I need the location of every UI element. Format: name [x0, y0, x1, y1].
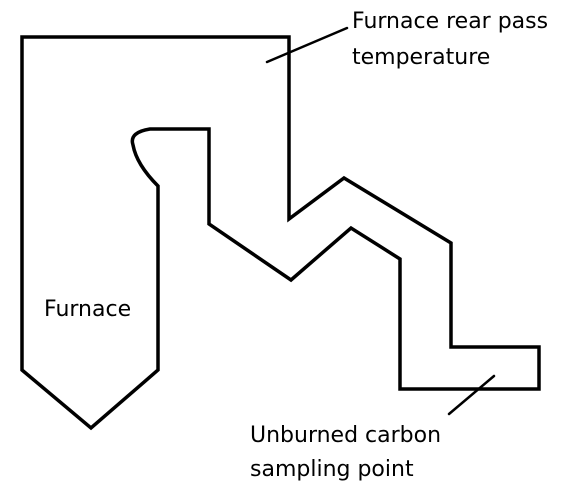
- sampling-leader-line: [447, 374, 496, 416]
- rear-pass-label-line2: temperature: [352, 45, 490, 70]
- sampling-label-line1: Unburned carbon: [250, 423, 441, 448]
- rear-pass-leader-line: [265, 26, 349, 64]
- boiler-outline: [20, 35, 541, 431]
- rear-pass-label-line1: Furnace rear pass: [352, 9, 548, 34]
- sampling-label-line2: sampling point: [250, 457, 414, 482]
- furnace-label: Furnace: [44, 297, 131, 322]
